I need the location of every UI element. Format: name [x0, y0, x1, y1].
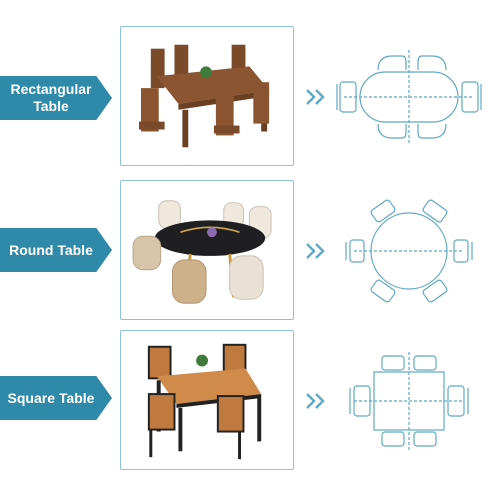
double-chevron-right-icon: [306, 393, 325, 409]
round-label-line1: Round Table: [9, 241, 93, 258]
rectangular-table-photo: [120, 26, 294, 166]
round-table-illustration: [132, 200, 272, 304]
square-table-illustration: [147, 343, 262, 460]
round-table-diagram: [345, 199, 473, 303]
round-table-photo: [120, 180, 294, 320]
square-table-diagram: [349, 352, 469, 450]
rectangular-table-illustration: [138, 44, 270, 148]
double-chevron-right-icon: [306, 89, 325, 105]
rectangular-table-row: Rectangular Table: [0, 26, 500, 166]
square-table-photo: [120, 330, 294, 470]
square-label-line1: Square Table: [7, 389, 95, 406]
round-table-label: Round Table: [0, 228, 112, 272]
rectangular-table-diagram: [336, 50, 482, 144]
rectangular-label-line1: Rectangular: [10, 81, 92, 97]
square-table-label: Square Table: [0, 376, 112, 420]
rectangular-label-line2: Table: [33, 98, 69, 114]
round-table-row: Round Table: [0, 180, 500, 320]
rectangular-table-label: Rectangular Table: [0, 76, 112, 120]
double-chevron-right-icon: [306, 243, 325, 259]
square-table-row: Square Table: [0, 330, 500, 470]
